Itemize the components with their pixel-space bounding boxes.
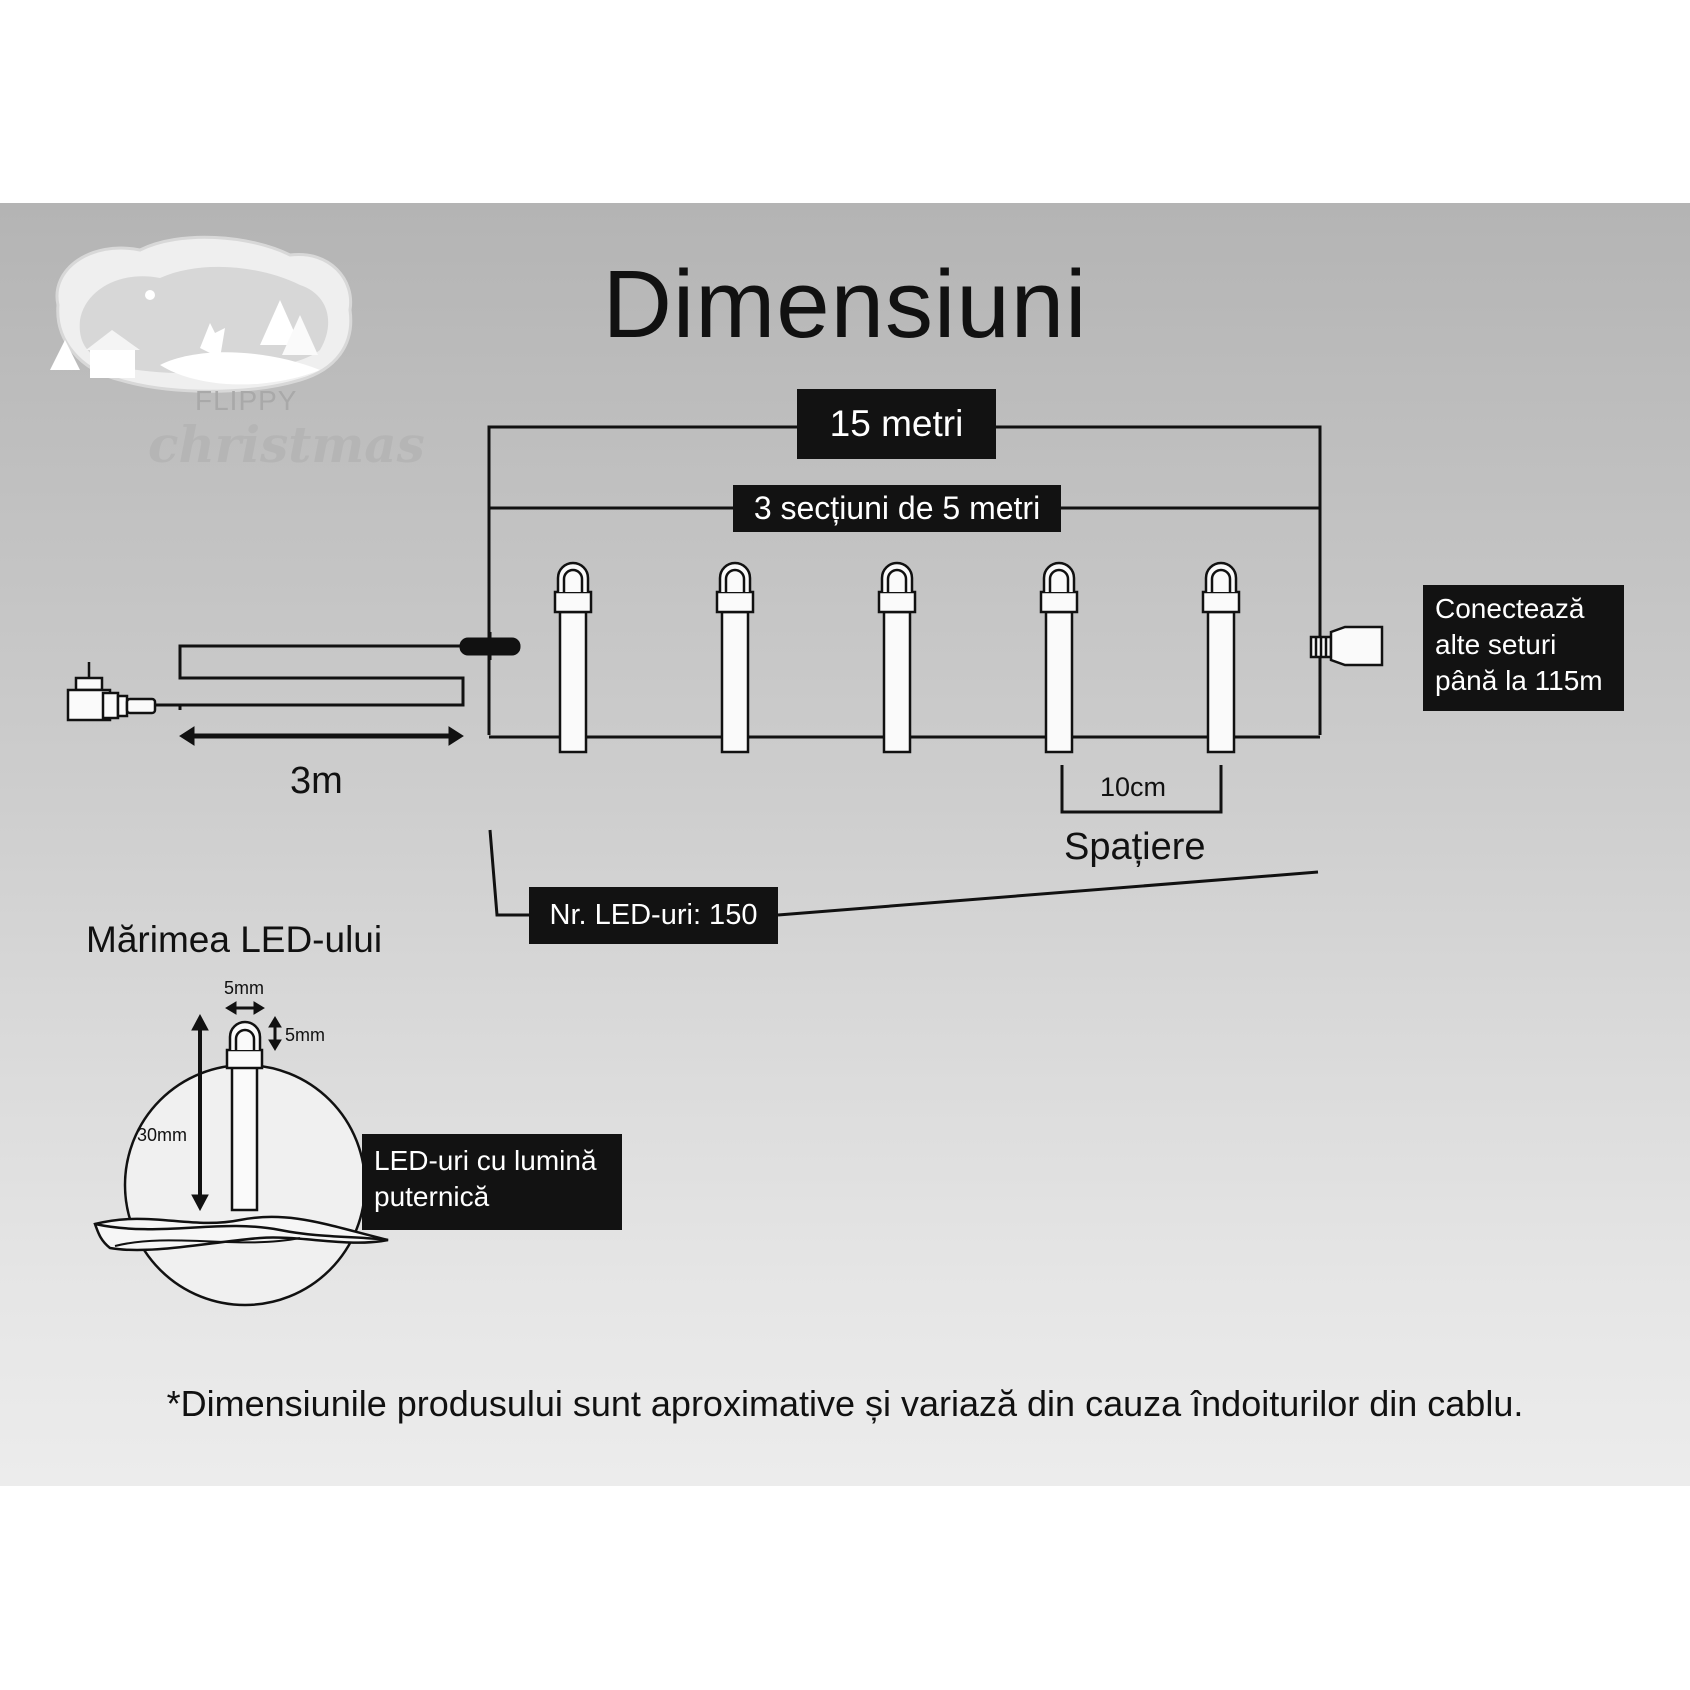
brand-script: christmas [148,415,425,474]
led-bulbs [553,561,1241,754]
led-count-label: Nr. LED-uri: 150 [529,887,778,944]
led-size-title: Mărimea LED-ului [86,919,383,960]
led-size-arrows [191,1001,282,1212]
led-size-detail [93,1020,389,1307]
led-bulb [553,561,593,754]
sections-label: 3 secțiuni de 5 metri [733,485,1061,532]
led-bulb [877,561,917,754]
cable-twist [93,1215,389,1252]
led-count-pointer [488,829,1319,917]
led-bulb [1039,561,1079,754]
bright-leds-label: LED-uri cu lumină puternică [362,1134,622,1230]
brand-name: FLIPPY [195,385,298,416]
led-bulb [715,561,755,754]
spacing-bracket [1060,765,1223,814]
total-length-label: 15 metri [797,389,996,459]
page-title: Dimensiuni [602,251,1088,358]
spacing-value: 10cm [1100,772,1167,802]
led-bulb [1201,561,1241,754]
lead-length-arrow [179,726,464,746]
lead-length-label: 3m [290,760,343,802]
led-total-height-label: 30mm [137,1125,188,1145]
inline-connector-icon [459,632,521,660]
end-connector-icon [1309,625,1384,667]
power-adapter-icon [66,662,157,722]
lead-cable [155,644,489,710]
led-height-label: 5mm [285,1025,325,1045]
spacing-label: Spațiere [1064,826,1206,868]
flippy-christmas-logo [50,235,353,393]
connect-sets-label: Conectează alte seturi până la 115m [1423,585,1624,711]
footnote: *Dimensiunile produsului sunt aproximati… [166,1383,1524,1424]
led-width-label: 5mm [224,978,264,998]
